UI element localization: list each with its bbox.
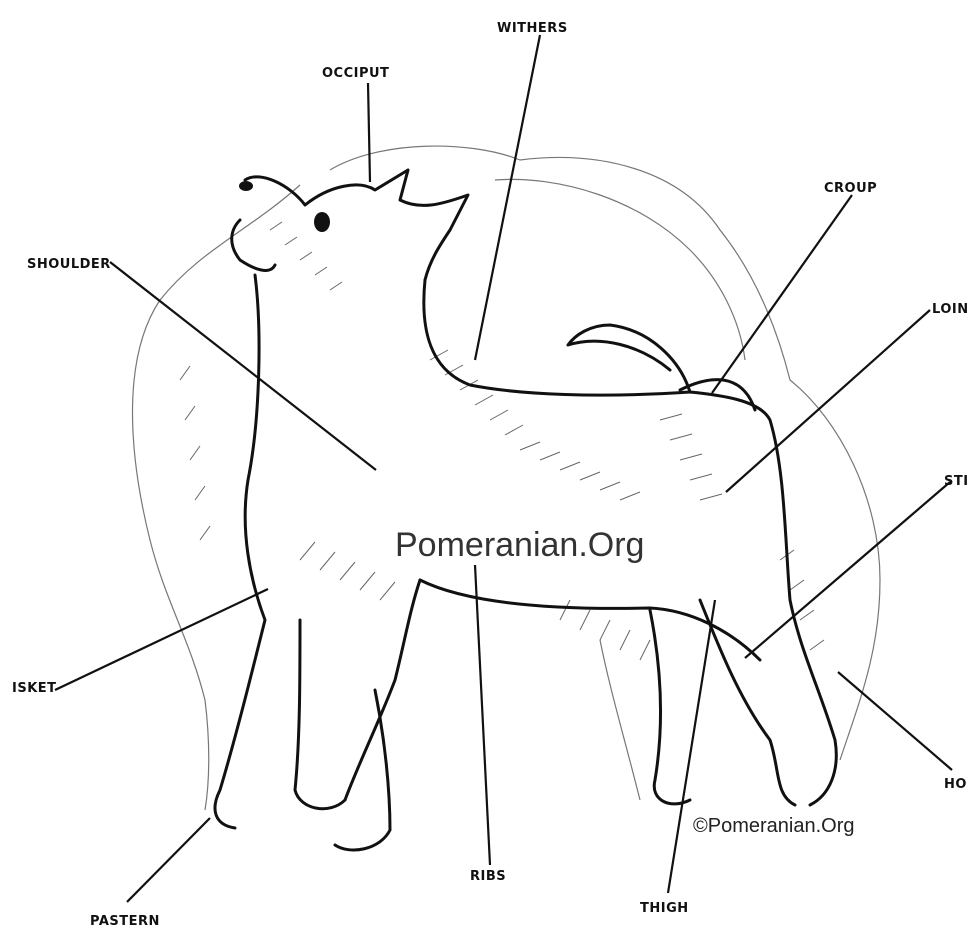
shoulder-leader [110,262,376,470]
label-stifle: STI [944,474,969,489]
dog-face [239,181,330,232]
label-loin: LOIN [932,302,969,317]
eye-icon [314,212,330,232]
label-occiput: OCCIPUT [322,66,389,81]
label-pastern: PASTERN [90,914,160,929]
label-thigh: THIGH [640,901,689,916]
leader-lines [55,35,952,902]
stifle-leader [745,482,950,658]
fur-hatching [180,222,824,660]
fur-outline [133,146,881,810]
label-ribs: RIBS [470,869,506,884]
ribs-leader [475,565,490,865]
label-shoulder: SHOULDER [27,257,111,272]
hock-leader [838,672,952,770]
nose-icon [239,181,253,191]
croup-leader [712,195,852,393]
dog-body-outline [215,170,836,850]
withers-leader [475,35,540,360]
thigh-leader [668,600,715,893]
copyright-text: ©Pomeranian.Org [693,815,854,837]
brisket-leader [55,589,268,690]
watermark-text: Pomeranian.Org [395,526,644,564]
loin-leader [726,310,930,492]
label-hock: HO [944,777,967,792]
label-withers: WITHERS [497,21,568,36]
label-brisket: ISKET [12,681,57,696]
pastern-leader [127,818,210,902]
occiput-leader [368,83,370,182]
label-croup: CROUP [824,181,877,196]
